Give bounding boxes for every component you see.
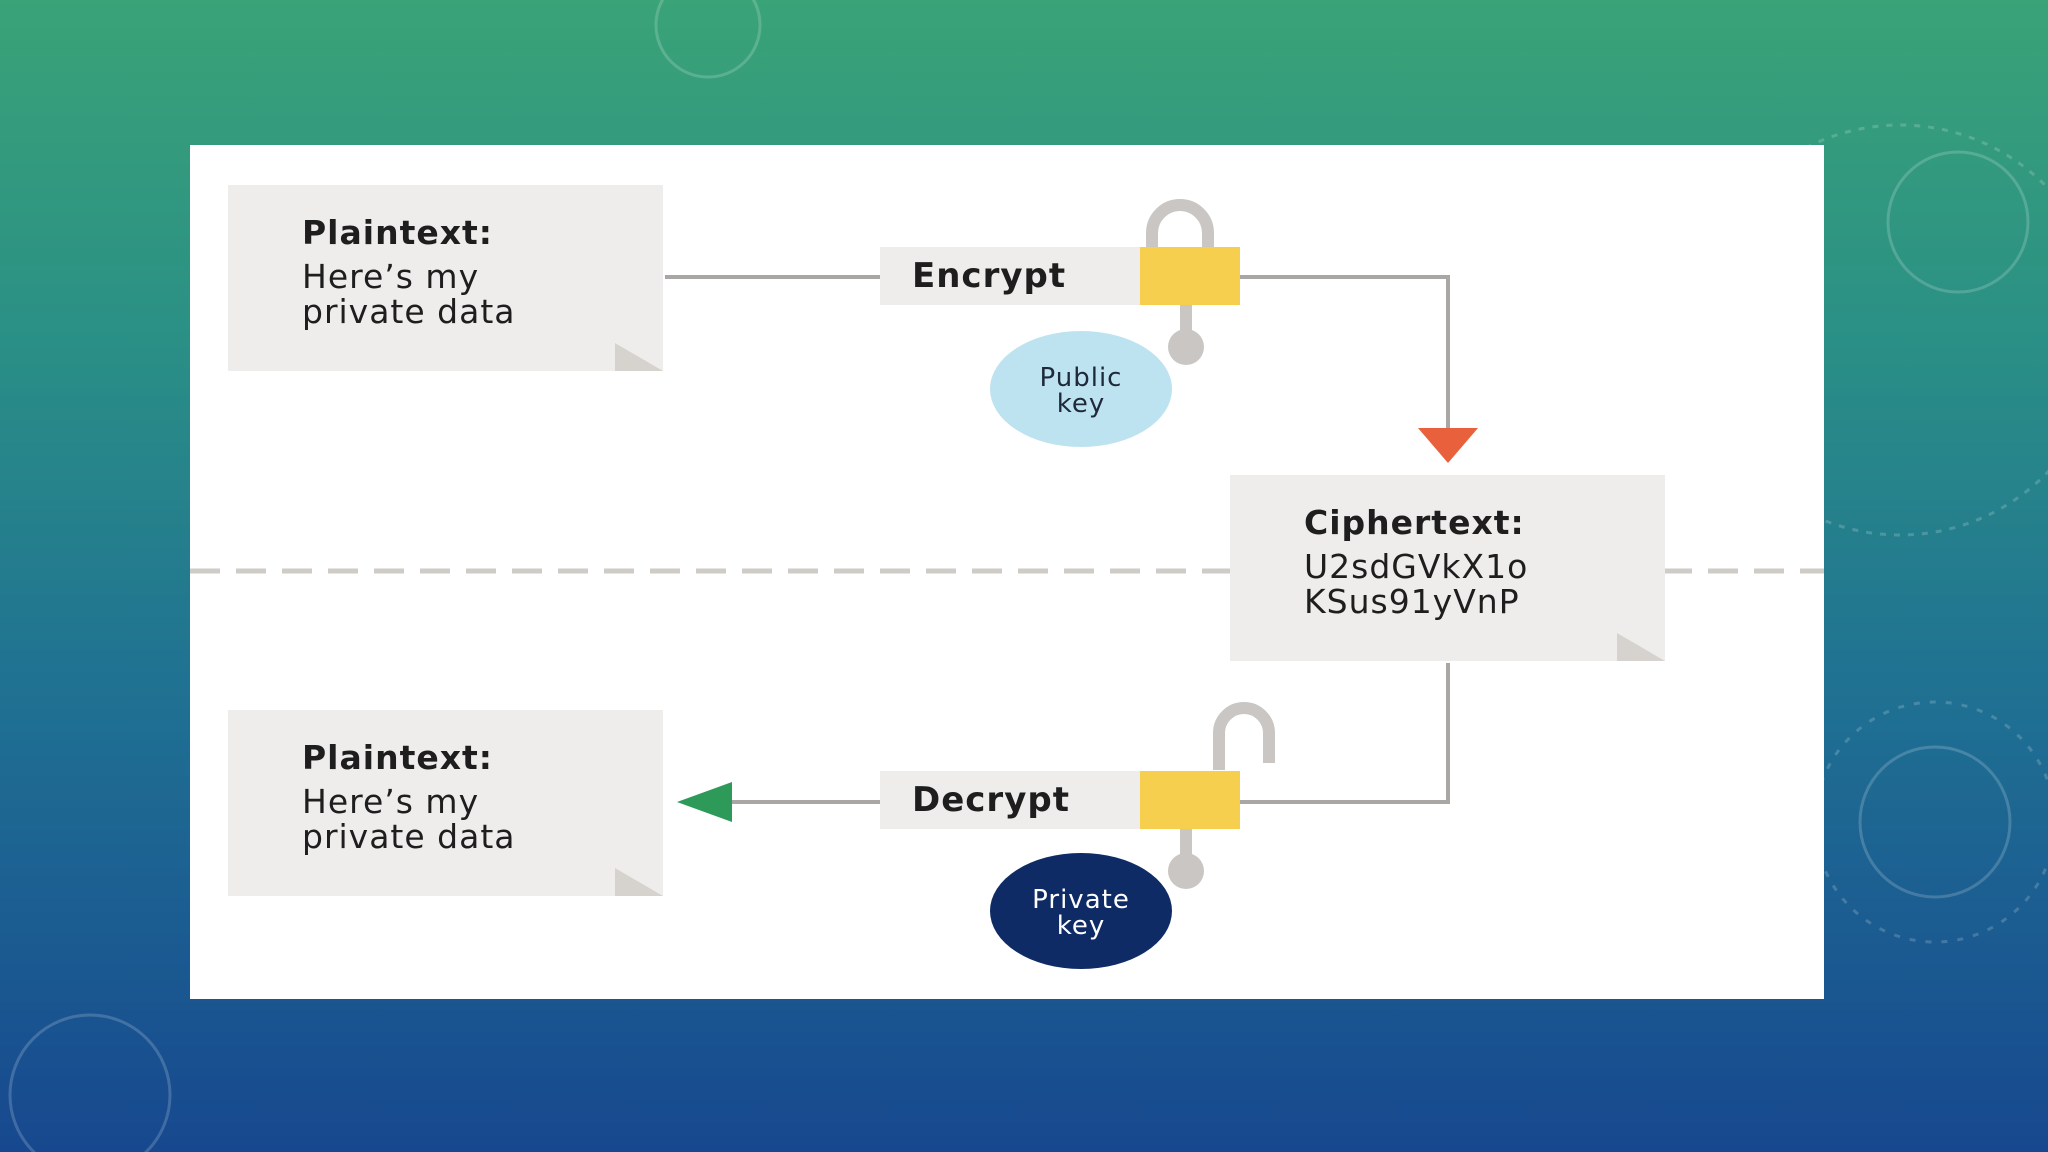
arrow-left-icon (677, 782, 732, 822)
decrypt-step: Decrypt (880, 771, 1240, 829)
note-title: Plaintext: (302, 738, 493, 777)
plaintext-note-bottom: Plaintext: Here’s my private data (228, 710, 663, 896)
note-line: Here’s my (302, 257, 480, 296)
lock-closed-shackle-icon (1146, 199, 1214, 249)
note-line: Here’s my (302, 782, 480, 821)
lock-closed-icon (1140, 247, 1240, 305)
arrow-down-icon (1418, 428, 1478, 463)
key-label: key (1056, 911, 1106, 941)
decrypt-label: Decrypt (912, 780, 1070, 820)
key-label: Public (1039, 363, 1123, 393)
page-fold (1617, 633, 1665, 661)
note-body: Here’s my private data (302, 259, 642, 329)
connector-ciphertext-to-decrypt (1240, 663, 1450, 804)
key-public-icon (1168, 301, 1204, 365)
public-key-badge: Public key (990, 331, 1172, 447)
diagram-card: Plaintext: Here’s my private data Encryp… (190, 145, 1824, 999)
ciphertext-note: Ciphertext: U2sdGVkX1o KSus91yVnP (1230, 475, 1665, 661)
plaintext-note-top: Plaintext: Here’s my private data (228, 185, 663, 371)
connector-encrypt-to-ciphertext (1240, 275, 1450, 430)
note-body: Here’s my private data (302, 784, 642, 854)
key-private-icon (1168, 827, 1204, 889)
note-line: KSus91yVnP (1304, 582, 1520, 621)
note-line: private data (302, 292, 516, 331)
note-line: U2sdGVkX1o (1304, 547, 1529, 586)
page-fold (615, 343, 663, 371)
lock-open-shackle-icon (1213, 702, 1275, 770)
lock-open-icon (1140, 771, 1240, 829)
private-key-badge: Private key (990, 853, 1172, 969)
note-body: U2sdGVkX1o KSus91yVnP (1304, 549, 1644, 619)
page-fold (615, 868, 663, 896)
note-title: Ciphertext: (1304, 503, 1525, 542)
encrypt-label: Encrypt (912, 256, 1067, 296)
key-label: Private (1032, 885, 1130, 915)
note-line: private data (302, 817, 516, 856)
note-title: Plaintext: (302, 213, 493, 252)
key-label: key (1056, 389, 1106, 419)
encrypt-step: Encrypt (880, 247, 1240, 305)
